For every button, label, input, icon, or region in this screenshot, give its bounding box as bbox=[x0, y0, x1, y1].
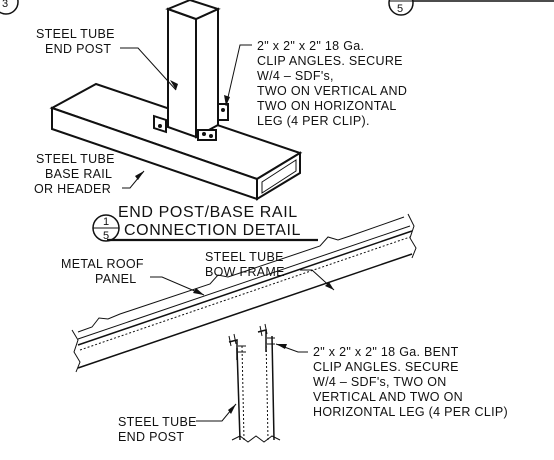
clip-note-top: 2" x 2" x 2" 18 Ga. CLIP ANGLES. SECURE … bbox=[224, 39, 407, 128]
detail-bubble-sheet: 5 bbox=[103, 230, 109, 242]
end-post-label-line-1: STEEL TUBE bbox=[36, 27, 115, 41]
base-rail-label-line-1: STEEL TUBE bbox=[36, 152, 115, 166]
bow-frame-drawing bbox=[71, 213, 417, 373]
roof-panel-drawing bbox=[77, 216, 411, 340]
clip-angles-top bbox=[153, 103, 229, 141]
end-post-drawing bbox=[165, 0, 221, 139]
corner-bubble-right: 5 bbox=[388, 0, 554, 16]
roof-panel-label-line-1: METAL ROOF bbox=[61, 257, 144, 271]
clip-note-top-line-3: W/4 – SDF's, bbox=[257, 69, 334, 83]
clip-note-bottom-line-3: W/4 – SDF's, TWO ON bbox=[313, 375, 447, 389]
end-post-bottom-label-line-1: STEEL TUBE bbox=[118, 415, 197, 429]
detail-bubble-number: 1 bbox=[103, 216, 109, 228]
clip-note-bottom-line-2: CLIP ANGLES. SECURE bbox=[313, 360, 459, 374]
clip-note-bottom-line-4: VERTICAL AND TWO ON bbox=[313, 390, 463, 404]
roof-panel-label: METAL ROOF PANEL bbox=[61, 257, 205, 296]
base-rail-label: STEEL TUBE BASE RAIL OR HEADER bbox=[34, 152, 145, 196]
clip-note-bottom: 2" x 2" x 2" 18 Ga. BENT CLIP ANGLES. SE… bbox=[275, 343, 508, 419]
base-rail-label-line-3: OR HEADER bbox=[34, 182, 111, 196]
corner-bubble-right-number: 5 bbox=[397, 3, 403, 15]
clip-note-top-line-2: CLIP ANGLES. SECURE bbox=[257, 54, 403, 68]
roof-panel-label-line-2: PANEL bbox=[95, 272, 137, 286]
end-post-label-top: STEEL TUBE END POST bbox=[36, 27, 178, 91]
clip-note-top-line-6: LEG (4 PER CLIP). bbox=[257, 114, 370, 128]
clip-note-top-line-1: 2" x 2" x 2" 18 Ga. bbox=[257, 39, 364, 53]
detail-title-line-2: CONNECTION DETAIL bbox=[124, 222, 301, 239]
bow-frame-label: STEEL TUBE BOW FRAME bbox=[205, 250, 335, 291]
end-post-bottom-label-line-2: END POST bbox=[118, 430, 184, 444]
corner-bubble-left: 3 bbox=[0, 0, 19, 15]
base-rail-drawing bbox=[49, 82, 303, 201]
clip-note-bottom-line-5: HORIZONTAL LEG (4 PER CLIP) bbox=[313, 405, 508, 419]
end-post-section-drawing bbox=[228, 323, 281, 443]
end-post-label-bottom: STEEL TUBE END POST bbox=[118, 403, 237, 444]
clip-note-top-line-4: TWO ON VERTICAL AND bbox=[257, 84, 407, 98]
detail-bubble: 1 5 bbox=[92, 214, 120, 242]
bow-frame-label-line-1: STEEL TUBE bbox=[205, 250, 284, 264]
end-post-label-line-2: END POST bbox=[45, 42, 111, 56]
detail-title: END POST/BASE RAIL CONNECTION DETAIL bbox=[107, 204, 318, 242]
bow-frame-label-line-2: BOW FRAME bbox=[205, 265, 285, 279]
clip-note-top-line-5: TWO ON HORIZONTAL bbox=[257, 99, 397, 113]
base-rail-label-line-2: BASE RAIL bbox=[45, 167, 112, 181]
detail-title-line-1: END POST/BASE RAIL bbox=[118, 204, 298, 221]
clip-note-bottom-line-1: 2" x 2" x 2" 18 Ga. BENT bbox=[313, 345, 459, 359]
corner-bubble-left-number: 3 bbox=[2, 0, 8, 10]
